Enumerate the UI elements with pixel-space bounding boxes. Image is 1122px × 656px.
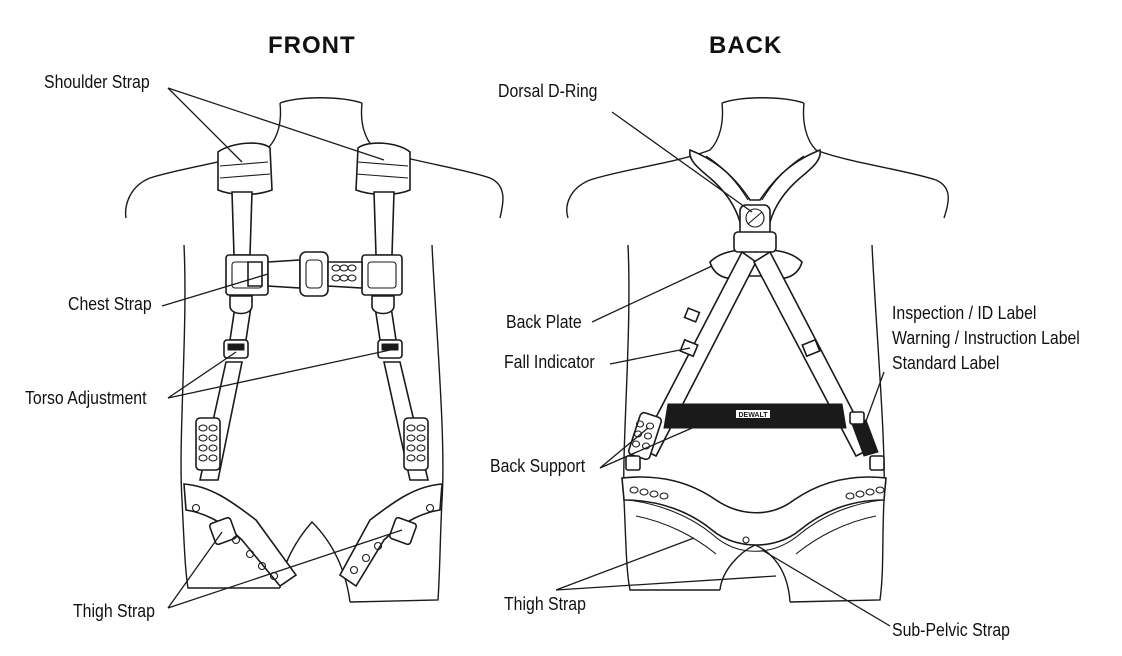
torso-adjustment-label: Torso Adjustment: [25, 388, 147, 408]
front-thigh-straps: [183, 483, 443, 588]
back-support-pad: DEWALT: [663, 403, 847, 429]
chest-strap-label: Chest Strap: [68, 294, 152, 314]
front-chest-strap: [225, 251, 403, 315]
sub-pelvic-strap-label: Sub-Pelvic Strap: [892, 620, 1010, 640]
fall-indicator-label: Fall Indicator: [504, 352, 595, 372]
front-view-title: FRONT: [268, 32, 356, 59]
back-thigh-straps: [621, 476, 887, 555]
front-shoulder-pads: [217, 142, 411, 196]
front-leader-lines: [161, 87, 403, 609]
front-view: [124, 87, 504, 609]
back-support-label: Back Support: [490, 456, 586, 476]
back-view: DEWALT: [555, 97, 949, 627]
back-plate-label: Back Plate: [506, 312, 582, 332]
back-side-coils: [625, 411, 885, 471]
back-leader-lines: [555, 111, 891, 627]
back-thigh-strap-label: Thigh Strap: [504, 594, 586, 614]
front-coil-sections: [195, 417, 429, 471]
back-mannequin-outline: [566, 97, 949, 603]
warning-instruction-label: Warning / Instruction Label: [892, 328, 1080, 348]
front-thigh-strap-label: Thigh Strap: [73, 601, 155, 621]
standard-label: Standard Label: [892, 353, 1000, 373]
front-shoulder-straps: [199, 191, 430, 481]
front-mannequin-outline: [124, 97, 504, 603]
shoulder-strap-label: Shoulder Strap: [44, 72, 150, 92]
front-torso-adjusters: [223, 339, 403, 359]
back-view-title: BACK: [709, 32, 783, 59]
dorsal-d-ring-label: Dorsal D-Ring: [498, 81, 598, 101]
back-support-logo: DEWALT: [738, 412, 768, 419]
inspection-id-label: Inspection / ID Label: [892, 303, 1037, 323]
